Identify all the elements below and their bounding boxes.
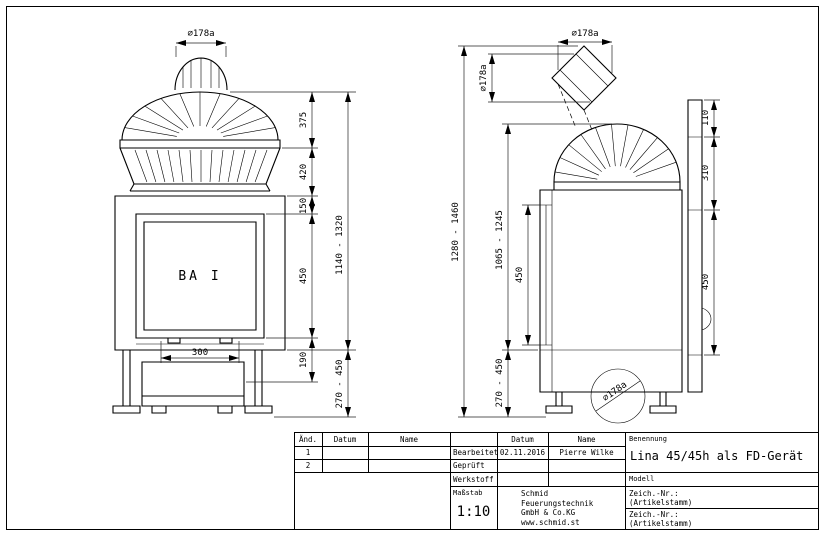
side-dome bbox=[553, 123, 681, 183]
front-skirt bbox=[119, 147, 281, 192]
front-dim-450: 450 bbox=[299, 268, 309, 284]
rev-row-1: 1 bbox=[305, 448, 311, 457]
side-rear-flue-diagonal bbox=[595, 380, 641, 412]
side-left-chain-ext bbox=[458, 45, 612, 418]
side-flue-spigot bbox=[551, 45, 617, 111]
front-body bbox=[114, 195, 286, 351]
side-feet-range-label: 270 - 450 bbox=[495, 359, 505, 408]
side-flue-bore-lines bbox=[559, 53, 609, 103]
front-door-frame bbox=[135, 213, 265, 339]
side-total-range-label: 1280 - 1460 bbox=[451, 202, 461, 262]
front-door-latches bbox=[167, 337, 233, 344]
bearbeitet-datum: 02.11.2016 bbox=[499, 448, 546, 457]
front-collar-fins bbox=[182, 58, 220, 88]
titleblock-line bbox=[294, 459, 625, 460]
rev-header-datum: Datum bbox=[333, 435, 357, 444]
zeichnr-value-2: (Artikelstamm) bbox=[629, 519, 693, 528]
side-body bbox=[539, 189, 683, 393]
side-door-height-label: 450 bbox=[515, 267, 525, 283]
front-adjustable-feet bbox=[112, 349, 273, 414]
front-door-marking: BA I bbox=[178, 269, 221, 284]
front-total-range-label: 1140 - 1320 bbox=[335, 215, 345, 275]
company-line-1: Schmid bbox=[521, 489, 549, 498]
rev-header-aend: Änd. bbox=[298, 435, 318, 444]
side-top-dim-ext bbox=[557, 45, 613, 73]
front-dim-375: 375 bbox=[299, 112, 309, 128]
side-mid-range-label: 1065 - 1245 bbox=[495, 210, 505, 270]
side-angle-dim-ext bbox=[488, 53, 590, 103]
approval-header-name: Name bbox=[577, 435, 596, 444]
rev-header-name: Name bbox=[399, 435, 419, 444]
front-view: BA I ⌀178a 300 375 420 150 450 190 1140 … bbox=[112, 29, 356, 418]
side-angle-flue-label: ⌀178a bbox=[479, 64, 489, 91]
zeichnr-label-1: Zeich.-Nr.: bbox=[629, 489, 679, 498]
modell-label: Modell bbox=[629, 475, 655, 483]
front-feet-range-label: 270 - 450 bbox=[335, 360, 345, 409]
geprueft-label: Geprüft bbox=[453, 461, 485, 470]
sheet-frame bbox=[6, 6, 819, 530]
side-feet bbox=[545, 391, 677, 414]
bearbeitet-name: Pierre Wilke bbox=[559, 448, 614, 457]
front-base-box bbox=[141, 361, 245, 407]
rev-row-2: 2 bbox=[305, 461, 311, 470]
side-handle bbox=[701, 307, 712, 331]
titleblock-line bbox=[625, 432, 626, 529]
front-dome-fins bbox=[124, 92, 276, 137]
approval-header-datum: Datum bbox=[511, 435, 534, 444]
titleblock-line bbox=[497, 432, 498, 529]
side-dim-310: 310 bbox=[701, 165, 711, 181]
bearbeitet-label: Bearbeitet bbox=[453, 448, 497, 457]
side-dim-110: 110 bbox=[701, 110, 711, 126]
front-skirt-fins bbox=[134, 149, 268, 183]
company-line-2: Feuerungstechnik bbox=[521, 498, 594, 508]
front-flue-dim-ext bbox=[175, 46, 227, 57]
company-line-3: GmbH & Co.KG bbox=[521, 508, 576, 517]
side-dome-band bbox=[553, 181, 681, 191]
front-door-glass bbox=[143, 221, 257, 331]
front-chain-ext bbox=[230, 91, 356, 418]
company-block: Schmid Feuerungstechnik GmbH & Co.KG www… bbox=[521, 489, 623, 527]
massstab-label: Maßstab bbox=[453, 489, 483, 497]
front-dome-band bbox=[119, 139, 281, 149]
side-rear-panel bbox=[687, 99, 703, 393]
side-dim-450: 450 bbox=[701, 274, 711, 290]
titleblock-line bbox=[322, 432, 323, 472]
side-body-details bbox=[540, 190, 682, 392]
company-line-4: www.schmid.st bbox=[521, 517, 580, 527]
benennung-label: Benennung bbox=[629, 435, 667, 443]
front-flue-dia-label: ⌀178a bbox=[187, 29, 214, 39]
front-width-label: 300 bbox=[192, 348, 208, 358]
side-flue-hidden-lines bbox=[557, 83, 593, 131]
titleblock-line bbox=[368, 432, 369, 472]
titleblock-line bbox=[294, 472, 818, 473]
titleblock-line bbox=[450, 486, 818, 487]
front-dim-190: 190 bbox=[299, 352, 309, 368]
titleblock-line bbox=[625, 508, 818, 509]
side-dome-fins bbox=[554, 124, 677, 180]
titleblock-line bbox=[450, 432, 451, 529]
titleblock-line bbox=[294, 432, 295, 529]
titleblock-line bbox=[294, 432, 818, 433]
front-dim-420: 420 bbox=[299, 164, 309, 180]
drawing-title: Lina 45/45h als FD-Gerät bbox=[630, 449, 804, 463]
front-dim-150: 150 bbox=[299, 198, 309, 214]
zeichnr-value-1: (Artikelstamm) bbox=[629, 498, 693, 507]
zeichnr-label-2: Zeich.-Nr.: bbox=[629, 510, 679, 519]
titleblock-line bbox=[294, 446, 625, 447]
side-top-flue-label: ⌀178a bbox=[571, 29, 598, 39]
massstab-value: 1:10 bbox=[456, 504, 491, 520]
side-rear-flue-circle bbox=[590, 368, 646, 424]
front-base-box-feet bbox=[151, 405, 233, 414]
side-view: ⌀178a ⌀178a ⌀178a 110 310 450 450 1065 -… bbox=[451, 29, 720, 424]
werkstoff-label: Werkstoff bbox=[453, 475, 494, 484]
side-right-chain-ext bbox=[704, 99, 720, 356]
side-rear-panel-joints bbox=[688, 136, 702, 356]
